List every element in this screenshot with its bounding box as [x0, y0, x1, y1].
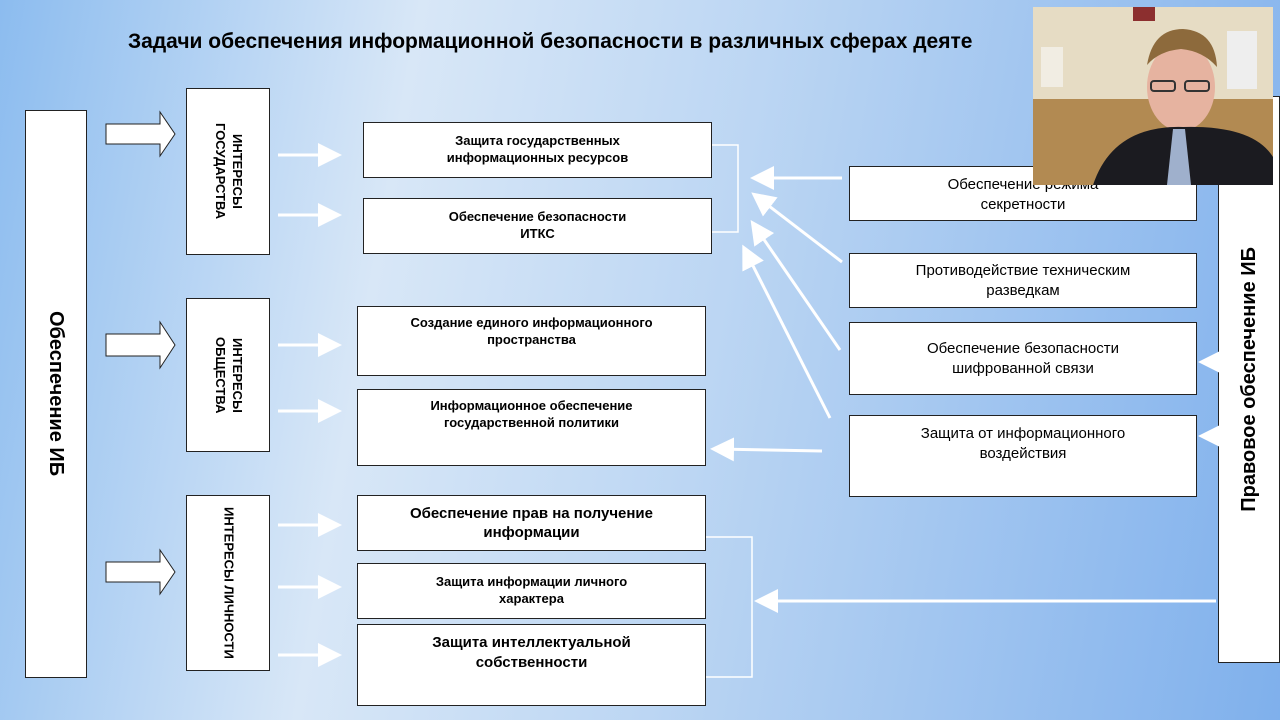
measure-counter-intelligence: Противодействие техническим разведкам [849, 253, 1197, 308]
task-state-resources: Защита государственных информационных ре… [363, 122, 712, 178]
measure-encrypted-comms: Обеспечение безопасности шифрованной свя… [849, 322, 1197, 395]
task-unified-space: Создание единого информационного простра… [357, 306, 706, 376]
slide-title: Задачи обеспечения информационной безопа… [128, 30, 973, 53]
task-personal-info: Защита информации личного характера [357, 563, 706, 619]
task-state-policy: Информационное обеспечение государственн… [357, 389, 706, 466]
task-itks-security: Обеспечение безопасности ИТКС [363, 198, 712, 254]
task-info-rights: Обеспечение прав на получение информации [357, 495, 706, 551]
bracket-person [706, 536, 753, 678]
interests-society-label: ИНТЕРЕСЫ ОБЩЕСТВА [213, 336, 245, 414]
arrow-m4-policy [710, 437, 823, 462]
interests-state-box: ИНТЕРЕСЫ ГОСУДАРСТВА [186, 88, 270, 255]
interests-person-box: ИНТЕРЕСЫ ЛИЧНОСТИ [186, 495, 270, 671]
arrow-m4 [742, 244, 832, 419]
ib-provision-box: Обеспечение ИБ [25, 110, 87, 678]
presenter-video [1033, 7, 1273, 185]
task-intellectual-property: Защита интеллектуальной собственности [357, 624, 706, 706]
interests-society-box: ИНТЕРЕСЫ ОБЩЕСТВА [186, 298, 270, 452]
interests-state-label: ИНТЕРЕСЫ ГОСУДАРСТВА [213, 123, 245, 220]
ib-provision-label: Обеспечение ИБ [45, 311, 67, 477]
bracket-state [712, 144, 739, 233]
presenter-image [1033, 7, 1273, 185]
arrow-m3 [750, 220, 842, 351]
arrow-m2 [751, 192, 843, 264]
block-arrow-state [105, 110, 176, 158]
block-arrow-person [105, 548, 176, 596]
block-arrow-society [105, 320, 176, 370]
interests-person-label: ИНТЕРЕСЫ ЛИЧНОСТИ [221, 507, 237, 659]
measure-info-influence: Защита от информационного воздействия [849, 415, 1197, 497]
